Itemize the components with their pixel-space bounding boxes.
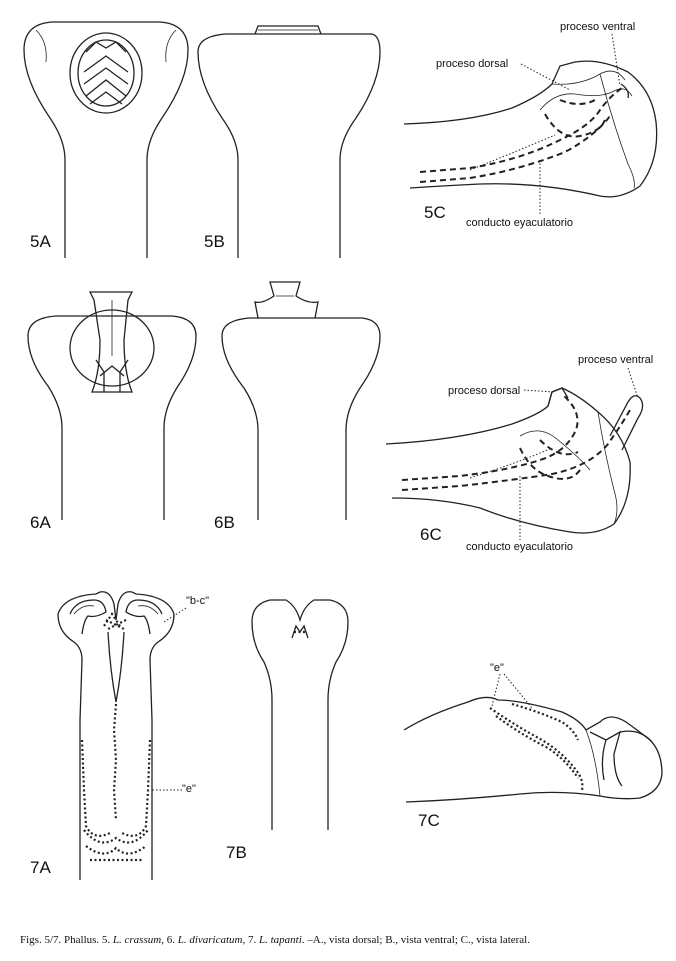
caption-suffix: . –A., vista dorsal; B., vista ventral; … [301, 934, 530, 946]
annotation-6c-proceso-dorsal: proceso dorsal [448, 385, 520, 397]
figure-5c [403, 60, 658, 198]
caption-species-divaricatum: L. divaricatum [177, 934, 243, 946]
figure-5b [197, 25, 381, 258]
annotation-7c-e: "e" [490, 662, 504, 674]
figure-label-6a: 6A [30, 513, 51, 532]
figure-label-6c: 6C [420, 525, 442, 544]
figure-caption: Figs. 5/7. Phallus. 5. L. crassum, 6. L.… [20, 934, 670, 946]
annotation-5c-conducto-eyaculatorio: conducto eyaculatorio [466, 217, 573, 229]
figure-label-5b: 5B [204, 232, 225, 251]
figure-6b [221, 281, 381, 520]
caption-species-crassum: L. crassum [112, 934, 162, 946]
annotation-5c-proceso-dorsal: proceso dorsal [436, 58, 508, 70]
caption-species-tapanti: L. tapanti [258, 934, 302, 946]
figure-6a [27, 291, 197, 520]
figure-label-7b: 7B [226, 843, 247, 862]
figure-7c [403, 696, 663, 803]
figure-label-7c: 7C [418, 811, 440, 830]
caption-sep-1: , 6. [161, 934, 178, 946]
caption-prefix: Figs. 5/7. Phallus. 5. [20, 934, 113, 946]
annotation-7a-e: "e" [182, 783, 196, 795]
annotation-5c-proceso-ventral: proceso ventral [560, 21, 635, 33]
figure-label-7a: 7A [30, 858, 51, 877]
figure-label-6b: 6B [214, 513, 235, 532]
caption-sep-2: , 7. [242, 934, 259, 946]
annotation-6c-proceso-ventral: proceso ventral [578, 354, 653, 366]
figure-7b [251, 599, 349, 830]
annotation-6c-conducto-eyaculatorio: conducto eyaculatorio [466, 541, 573, 553]
figure-label-5c: 5C [424, 203, 446, 222]
figure-7a [57, 591, 175, 880]
figure-6c [385, 387, 644, 534]
figure-label-5a: 5A [30, 232, 51, 251]
annotation-7a-b-c: "b-c" [186, 595, 209, 607]
figure-5a [23, 21, 189, 258]
